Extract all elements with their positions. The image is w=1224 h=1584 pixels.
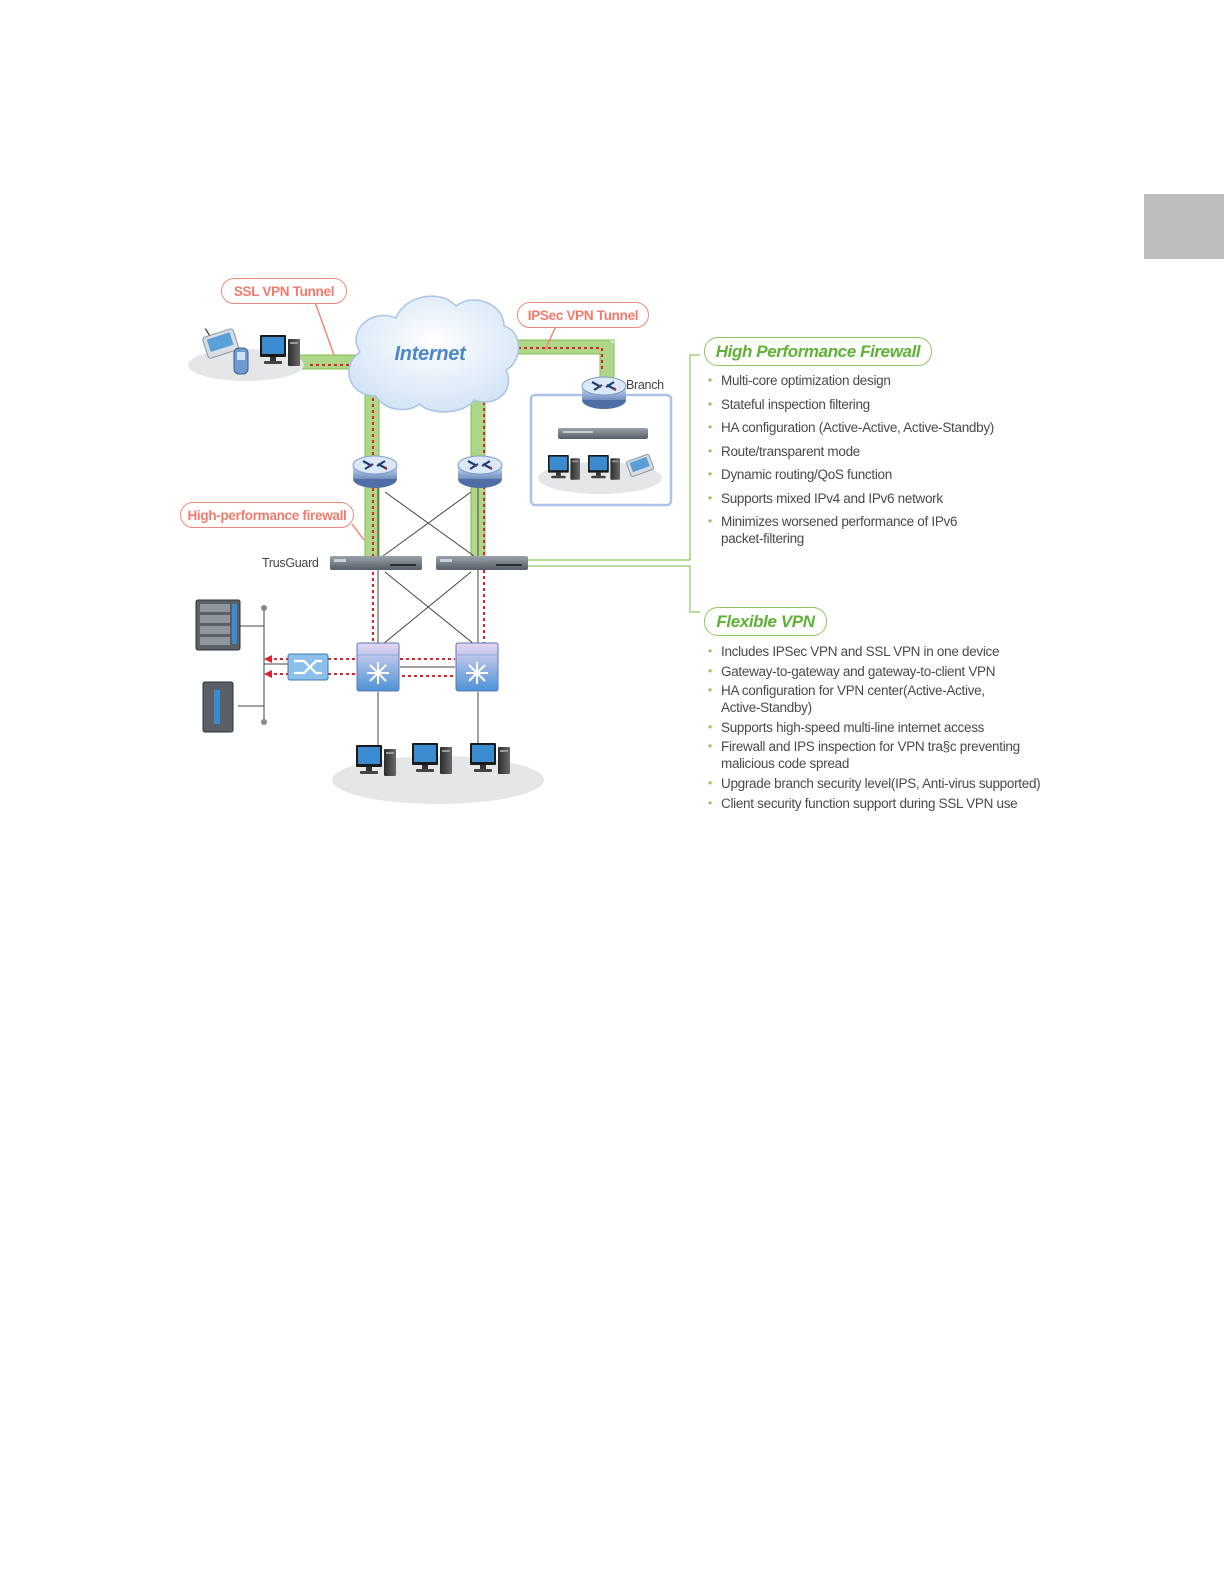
page-side-tab	[1144, 194, 1224, 259]
vpn-feature-list: Includes IPSec VPN and SSL VPN in one de…	[708, 643, 1048, 814]
core-switch-icon-left	[356, 642, 400, 692]
internet-label: Internet	[394, 343, 466, 365]
server-icon-tower	[195, 599, 241, 651]
trusguard-label: TrusGuard	[262, 556, 319, 570]
desktop-pc-icon-3	[470, 743, 510, 774]
trusguard-firewall-appliance-right	[436, 556, 528, 570]
desktop-pc-icon-1	[356, 745, 396, 776]
list-item: Client security function support during …	[708, 795, 1048, 812]
branch-label: Branch	[626, 378, 664, 392]
branch-firewall-appliance-icon	[558, 428, 648, 439]
pda-icon	[202, 328, 239, 359]
router-icon-right	[456, 454, 504, 490]
mobile-phone-icon	[233, 347, 249, 375]
desktop-pc-icon-2	[412, 743, 452, 774]
access-switch-icon	[287, 653, 329, 681]
ssl-vpn-tunnel-callout: SSL VPN Tunnel	[221, 278, 347, 304]
high-performance-firewall-callout: High-performance firewall	[180, 502, 354, 528]
list-item: Supports high-speed multi-line internet …	[708, 719, 1048, 736]
branch-router-icon	[580, 375, 628, 411]
list-item: Dynamic routing/QoS function	[708, 466, 1038, 483]
list-item: Route/transparent mode	[708, 443, 1038, 460]
router-icon-left	[351, 454, 399, 490]
ipsec-vpn-tunnel-callout: IPSec VPN Tunnel	[517, 302, 649, 328]
list-item: Supports mixed IPv4 and IPv6 network	[708, 490, 1038, 507]
list-item: HA configuration for VPN center(Active-A…	[708, 682, 1006, 716]
list-item: Multi-core optimization design	[708, 372, 1038, 389]
firewall-section-title: High Performance Firewall	[704, 337, 932, 366]
list-item: Upgrade branch security level(IPS, Anti-…	[708, 775, 1048, 792]
vpn-section-title: Flexible VPN	[704, 607, 827, 636]
internet-cloud-icon	[348, 295, 520, 413]
list-item: Gateway-to-gateway and gateway-to-client…	[708, 663, 1048, 680]
list-item: Includes IPSec VPN and SSL VPN in one de…	[708, 643, 1048, 660]
branch-clients	[548, 453, 654, 480]
firewall-feature-list: Multi-core optimization design Stateful …	[708, 372, 1038, 554]
desktop-pc-icon	[260, 335, 300, 366]
list-item: Minimizes worsened performance of IPv6 p…	[708, 513, 991, 547]
list-item: HA configuration (Active-Active, Active-…	[708, 419, 1038, 436]
trusguard-firewall-appliance-left	[330, 556, 422, 570]
list-item: Firewall and IPS inspection for VPN tra§…	[708, 738, 1031, 772]
core-switch-icon-right	[455, 642, 499, 692]
list-item: Stateful inspection filtering	[708, 396, 1038, 413]
server-icon-storage	[202, 681, 234, 733]
